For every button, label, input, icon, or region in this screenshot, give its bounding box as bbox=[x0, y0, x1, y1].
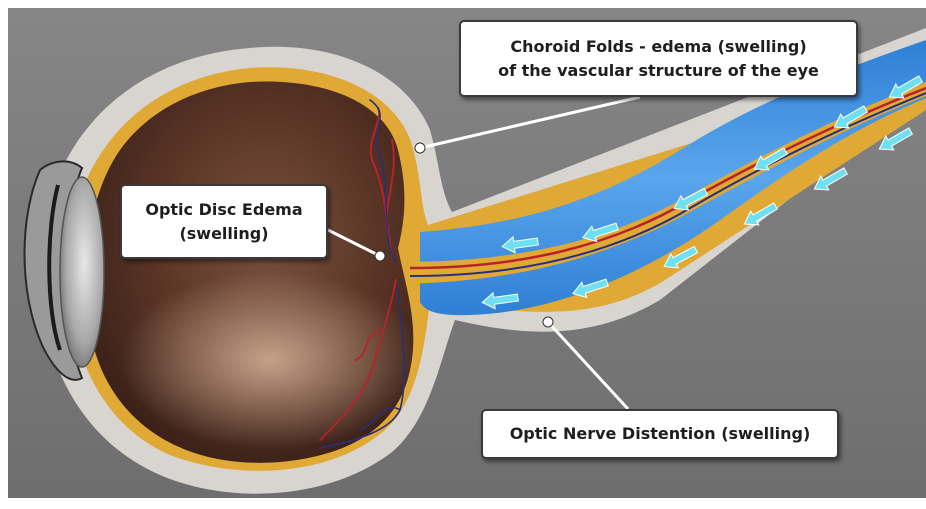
callout-choroid-folds: Choroid Folds - edema (swelling) of the … bbox=[459, 20, 858, 97]
leader-dot-nerve bbox=[543, 317, 553, 327]
eyeball-interior bbox=[86, 82, 420, 463]
callout-disc-line1: Optic Disc Edema bbox=[122, 198, 326, 222]
leader-dot-disc bbox=[375, 251, 385, 261]
callout-optic-nerve-distention: Optic Nerve Distention (swelling) bbox=[481, 409, 839, 459]
leader-dot-choroid bbox=[415, 143, 425, 153]
callout-nerve-line1: Optic Nerve Distention (swelling) bbox=[483, 422, 837, 446]
callout-choroid-line1: Choroid Folds - edema (swelling) bbox=[461, 35, 856, 59]
callout-disc-line2: (swelling) bbox=[122, 222, 326, 246]
callout-choroid-line2: of the vascular structure of the eye bbox=[461, 59, 856, 83]
callout-optic-disc-edema: Optic Disc Edema (swelling) bbox=[120, 184, 328, 259]
